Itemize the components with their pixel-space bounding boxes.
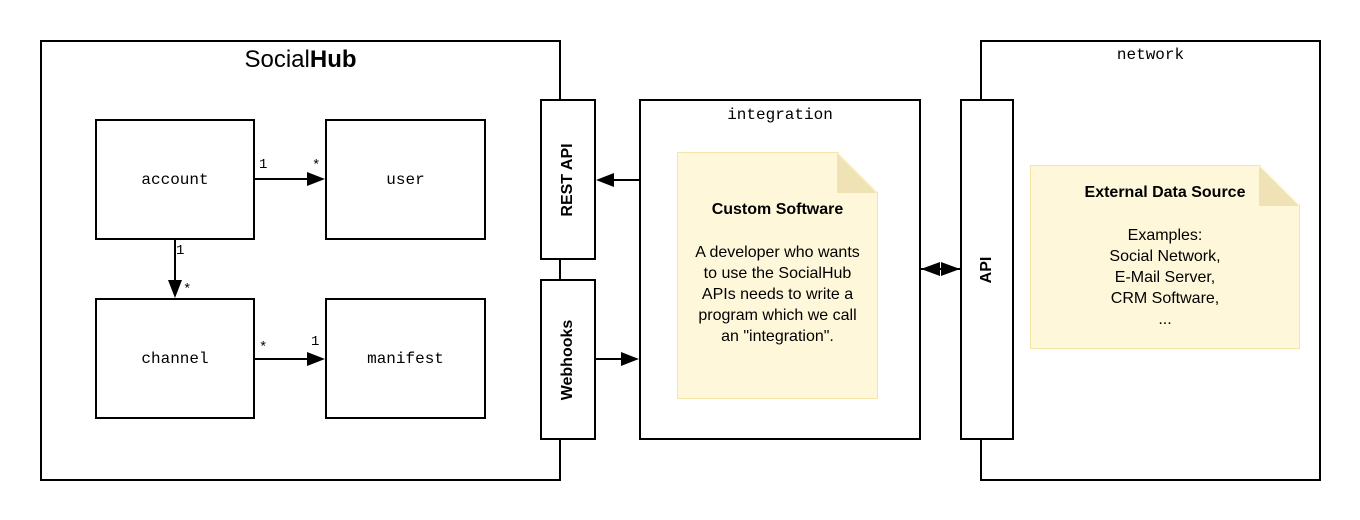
custom-software-note: Custom Software A developer who wants to… — [677, 152, 878, 399]
rest-api-interface: REST API — [540, 99, 596, 260]
custom-software-line: APIs needs to write a — [701, 286, 854, 303]
arrowhead-api-side-icon — [941, 262, 960, 276]
multiplicity-account-user-target: * — [312, 158, 321, 174]
arrowhead-user-icon — [307, 172, 325, 186]
account-label: account — [141, 170, 209, 189]
integration-title: integration — [727, 106, 833, 124]
multiplicity-account-user-source: 1 — [259, 157, 268, 173]
user-label: user — [386, 170, 425, 189]
socialhub-title: SocialHub — [42, 46, 559, 74]
external-data-source-body: Examples: Social Network, E-Mail Server,… — [1039, 225, 1291, 330]
socialhub-title-bold: Hub — [309, 46, 357, 73]
socialhub-title-regular: Social — [244, 46, 310, 73]
arrowhead-channel-icon — [168, 280, 182, 298]
webhooks-interface: Webhooks — [540, 279, 596, 440]
api-interface: API — [960, 99, 1014, 440]
channel-label: channel — [141, 349, 209, 368]
multiplicity-channel-manifest-target: 1 — [311, 334, 320, 350]
custom-software-line: to use the SocialHub — [703, 265, 852, 282]
external-data-source-line: CRM Software, — [1110, 290, 1220, 307]
channel-entity: channel — [95, 298, 255, 419]
arrowhead-manifest-icon — [307, 352, 325, 366]
manifest-entity: manifest — [325, 298, 486, 419]
account-entity: account — [95, 119, 255, 240]
network-title: network — [1116, 46, 1185, 64]
multiplicity-account-channel-target: * — [183, 282, 192, 298]
custom-software-line: program which we call — [698, 307, 857, 324]
multiplicity-account-channel-source: 1 — [176, 243, 185, 259]
arrowhead-rest-api-icon — [596, 173, 614, 187]
custom-software-title: Custom Software — [711, 201, 844, 218]
external-data-source-line: ... — [1158, 311, 1172, 328]
user-entity: user — [325, 119, 486, 240]
multiplicity-channel-manifest-source: * — [259, 340, 268, 356]
custom-software-line: an "integration". — [721, 328, 834, 345]
custom-software-body: A developer who wants to use the SocialH… — [686, 242, 869, 347]
external-data-source-title: External Data Source — [1084, 184, 1246, 201]
arrowhead-integration-icon — [621, 352, 639, 366]
arrowhead-integration-side-icon — [921, 262, 940, 276]
custom-software-line: A developer who wants — [695, 244, 860, 261]
manifest-label: manifest — [367, 349, 444, 368]
external-data-source-line: Social Network, — [1109, 248, 1221, 265]
external-data-source-line: E-Mail Server, — [1114, 269, 1216, 286]
external-data-source-line: Examples: — [1127, 227, 1203, 244]
